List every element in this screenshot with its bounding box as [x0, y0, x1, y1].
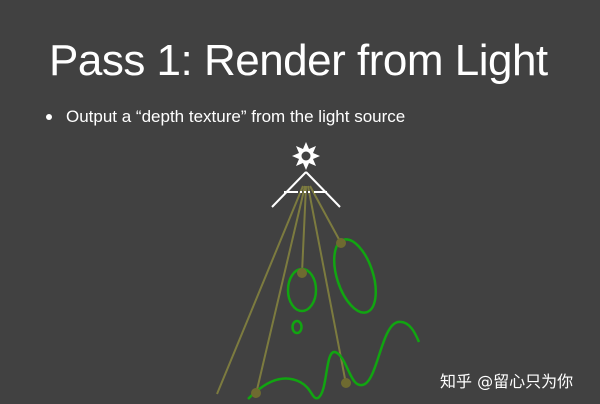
ray	[216, 185, 304, 395]
sample-point	[336, 238, 346, 248]
ray	[255, 185, 306, 395]
slide-title: Pass 1: Render from Light	[49, 36, 548, 85]
light-rays	[216, 185, 347, 395]
light-frustum	[271, 171, 341, 208]
sample-point	[297, 268, 307, 278]
bullet-dot	[46, 114, 52, 120]
watermark-text: 知乎 @留心只为你	[440, 372, 574, 391]
tall-ellipse-object	[332, 238, 378, 314]
ground-curve	[247, 320, 421, 400]
sample-point	[251, 388, 261, 398]
light-source-sun-icon	[292, 142, 320, 170]
ray	[307, 185, 347, 385]
ray	[309, 185, 342, 244]
bullet-text: Output a “depth texture” from the light …	[66, 107, 406, 126]
sample-point	[341, 378, 351, 388]
ray	[301, 185, 307, 274]
depth-sample-points	[251, 238, 351, 398]
bullet-item: Output a “depth texture” from the light …	[46, 107, 405, 127]
tiny-ellipse-object	[291, 319, 303, 335]
